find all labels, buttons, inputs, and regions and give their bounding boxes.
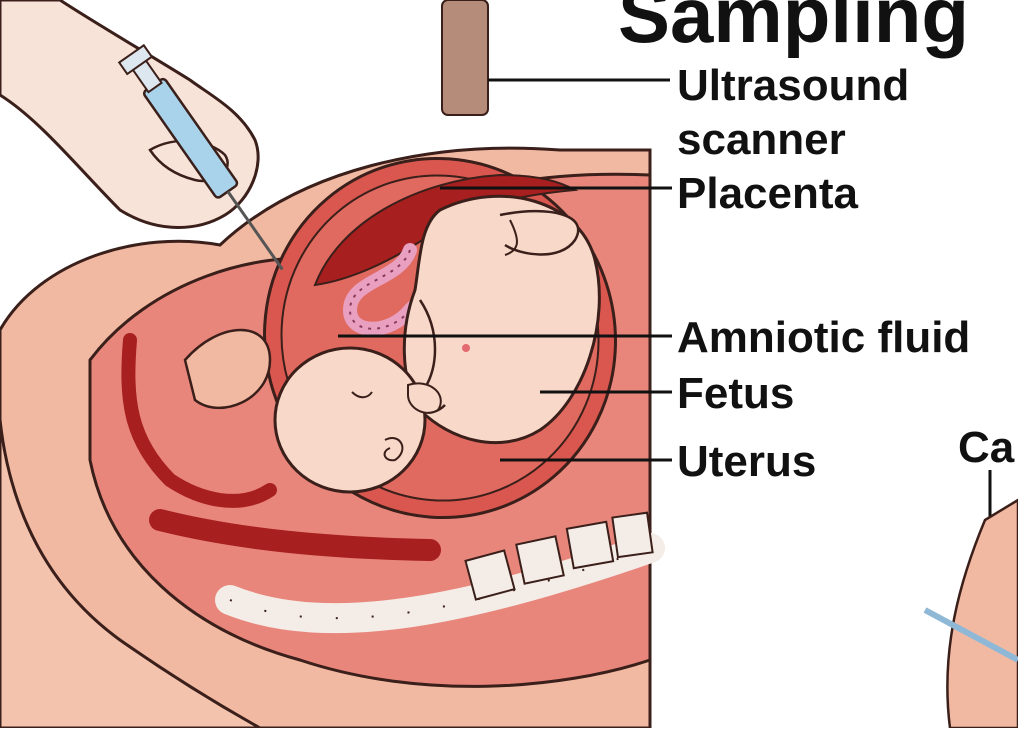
label-partial-right: Ca — [958, 426, 1014, 470]
fetus-navel — [462, 344, 470, 352]
label-fetus: Fetus — [677, 372, 794, 416]
fetus-head — [275, 348, 425, 492]
label-uterus: Uterus — [677, 440, 816, 484]
fetus-leg — [500, 211, 578, 254]
label-scanner: scanner — [677, 118, 846, 162]
label-ultrasound: Ultrasound — [677, 64, 909, 108]
label-amniotic-fluid: Amniotic fluid — [677, 316, 970, 360]
ultrasound-scanner — [442, 0, 488, 115]
right-partial-arm — [947, 500, 1018, 728]
title: Sampling — [618, 0, 969, 54]
label-placenta: Placenta — [677, 172, 858, 216]
